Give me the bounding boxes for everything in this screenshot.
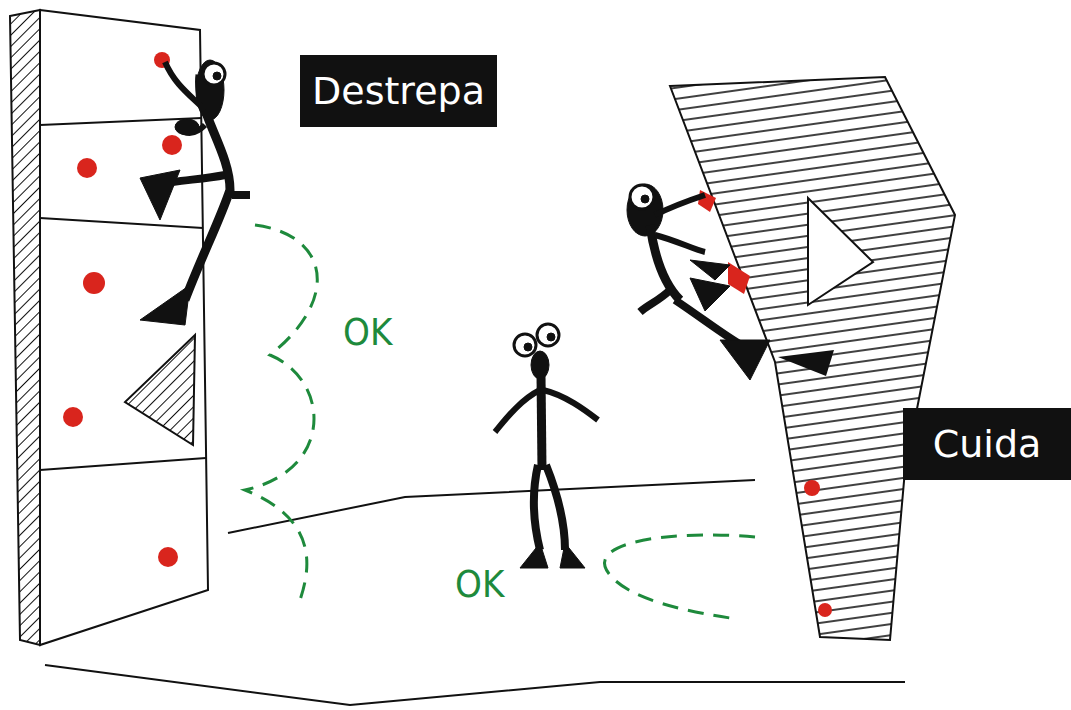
floor-line bbox=[45, 665, 905, 705]
floor-line bbox=[228, 480, 755, 533]
caption-text: Cuida bbox=[933, 422, 1042, 466]
caption-text: Destrepa bbox=[312, 69, 485, 113]
caption-box: Destrepa bbox=[300, 55, 497, 127]
climber-figure bbox=[627, 184, 770, 380]
ok-label: OK bbox=[343, 310, 392, 354]
left-wall bbox=[10, 10, 208, 645]
climber-figure bbox=[140, 60, 250, 325]
ok-label: OK bbox=[455, 562, 504, 606]
standing-figure bbox=[495, 324, 598, 568]
caption-box: Cuida bbox=[903, 408, 1071, 480]
jump-path bbox=[245, 225, 755, 618]
right-wall bbox=[670, 77, 955, 640]
